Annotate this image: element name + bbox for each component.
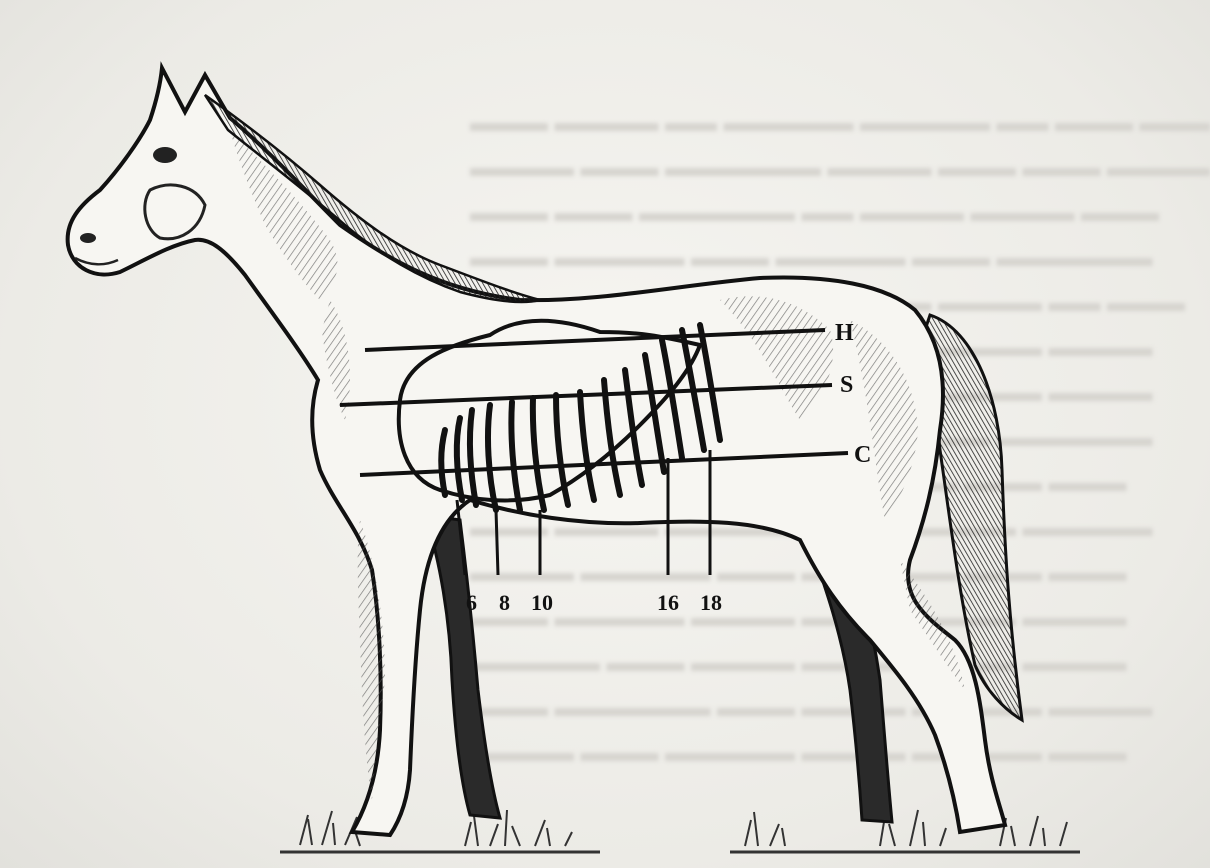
rib-number: 8: [499, 590, 510, 615]
rib-number-labels: 6 8 10 16 18: [466, 590, 722, 615]
rib-number: 6: [466, 590, 477, 615]
label-h: H: [835, 320, 854, 346]
rib-number: 16: [657, 590, 679, 615]
label-s: S: [840, 372, 853, 398]
rib-number: 10: [531, 590, 553, 615]
rib-number: 18: [700, 590, 722, 615]
label-c: C: [854, 442, 871, 468]
